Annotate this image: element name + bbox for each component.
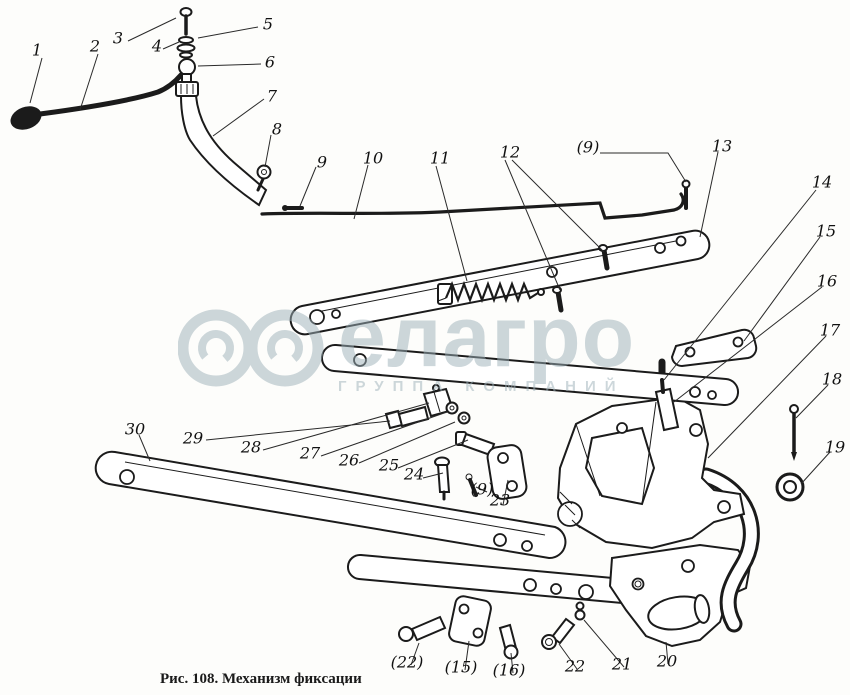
callout-20-30: 30 <box>124 419 146 439</box>
callout-13-13: 13 <box>711 136 733 156</box>
callout-1-2: 2 <box>89 36 101 56</box>
linkage-cluster <box>384 384 528 501</box>
callout-15-15: 15 <box>815 221 837 241</box>
callout-18-18: 18 <box>821 369 843 389</box>
pins-12 <box>552 179 691 313</box>
callout-29-22: (22) <box>390 652 424 672</box>
callout-0-1: 1 <box>31 40 43 60</box>
shift-lever-assembly <box>10 7 304 211</box>
callout-25-25: 25 <box>378 455 400 475</box>
callout-3-4: 4 <box>151 36 163 56</box>
callout-24-26: 26 <box>338 450 360 470</box>
callout-14-14: 14 <box>811 172 833 192</box>
pin-18 <box>789 404 799 461</box>
middle-arm-14 <box>321 343 739 407</box>
callout-5-6: 6 <box>264 52 276 72</box>
callout-2-3: 3 <box>112 28 124 48</box>
callout-4-5: 5 <box>262 14 274 34</box>
callout-32-22: 22 <box>564 656 586 676</box>
callout-28-23: 23 <box>489 490 511 510</box>
callout-22-28: 28 <box>240 437 262 457</box>
plate-15 <box>670 328 758 368</box>
callout-30-15: (15) <box>444 657 478 677</box>
callout-8-9: 9 <box>316 152 328 172</box>
leader-lines <box>29 17 831 674</box>
bracket-20 <box>608 543 752 648</box>
long-rod-10 <box>260 192 685 220</box>
callout-19-19: 19 <box>824 437 846 457</box>
callout-12-9: (9) <box>576 137 600 157</box>
callout-6-7: 7 <box>266 86 278 106</box>
callout-11-12: 12 <box>499 142 521 162</box>
lower-arm-30 <box>94 450 567 560</box>
bracket-17 <box>556 358 746 550</box>
figure-caption: Рис. 108. Механизм фиксации <box>160 671 362 687</box>
link-16 <box>654 378 680 432</box>
bottom-fasteners <box>398 595 586 660</box>
callout-34-20: 20 <box>656 651 678 671</box>
callout-9-10: 10 <box>362 148 384 168</box>
ring-19 <box>775 472 805 502</box>
callout-27-9: (9) <box>470 479 494 499</box>
spring-11 <box>437 280 545 304</box>
callout-16-16: 16 <box>816 271 838 291</box>
callout-31-16: (16) <box>492 660 526 680</box>
callout-23-27: 27 <box>299 443 321 463</box>
callout-21-29: 29 <box>182 428 204 448</box>
callout-33-21: 21 <box>611 654 633 674</box>
callout-26-24: 24 <box>403 464 425 484</box>
callout-7-8: 8 <box>271 119 283 139</box>
callout-17-17: 17 <box>819 320 841 340</box>
callout-10-11: 11 <box>429 148 451 168</box>
